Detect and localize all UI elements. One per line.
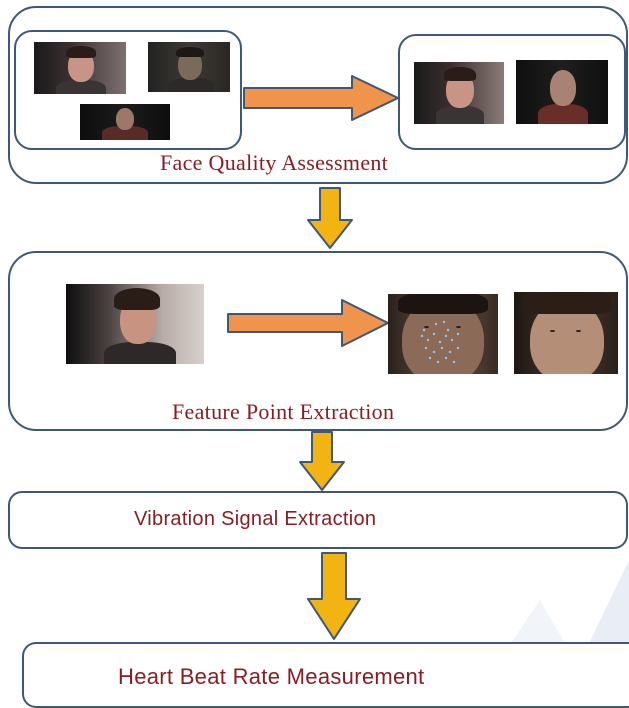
face-frame-photo <box>516 60 608 124</box>
yellow-down-arrow-icon <box>307 552 361 640</box>
selected-frames-group <box>398 34 626 150</box>
input-frames-group <box>14 30 242 150</box>
feature-point-extraction-label: Feature Point Extraction <box>172 399 395 424</box>
vibration-signal-extraction-stage <box>8 491 628 549</box>
face-closeup-photo <box>514 292 618 374</box>
orange-right-arrow-icon <box>227 299 389 347</box>
face-frame-photo <box>414 62 504 124</box>
face-frame-photo <box>148 42 230 92</box>
vibration-signal-extraction-label: Vibration Signal Extraction <box>134 508 377 530</box>
face-quality-assessment-label: Face Quality Assessment <box>160 150 389 175</box>
yellow-down-arrow-icon <box>307 187 353 249</box>
face-frame-photo <box>80 104 170 140</box>
heart-beat-rate-measurement-label: Heart Beat Rate Measurement <box>118 664 425 689</box>
face-frame-photo <box>66 284 204 364</box>
face-frame-photo <box>34 42 126 94</box>
yellow-down-arrow-icon <box>299 431 345 491</box>
face-closeup-photo <box>388 294 498 374</box>
orange-right-arrow-icon <box>243 75 399 121</box>
